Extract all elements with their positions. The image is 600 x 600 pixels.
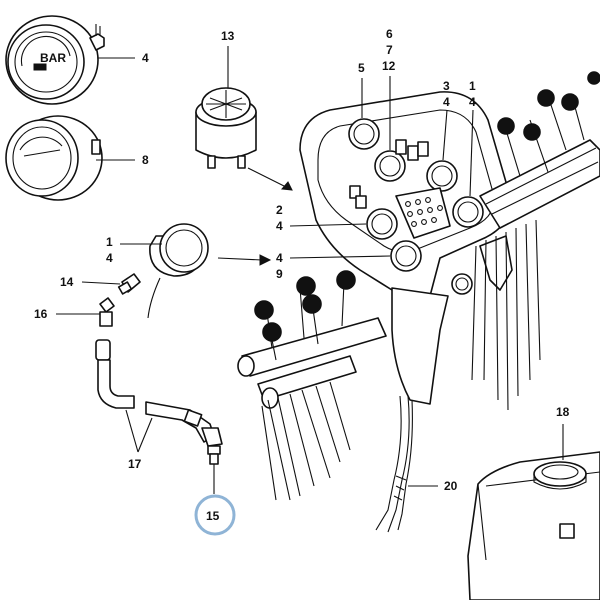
adapter-fitting-15 — [207, 445, 221, 465]
callout-2: 2 — [276, 203, 283, 217]
callout-14: 14 — [60, 275, 74, 289]
arrow-icon — [259, 254, 272, 266]
callout-1-left: 1 — [106, 235, 113, 249]
pressure-gauge: BAR — [5, 15, 105, 105]
callout-13: 13 — [221, 29, 235, 43]
elbow-fitting-16 — [99, 297, 115, 327]
callout-5: 5 — [358, 61, 365, 75]
callout-15[interactable]: 15 — [206, 509, 220, 523]
temperature-gauge — [5, 115, 103, 201]
small-gauge — [147, 223, 209, 319]
callout-18: 18 — [556, 405, 570, 419]
hose-17 — [95, 339, 223, 447]
gauge-face-text: BAR — [40, 51, 66, 65]
callout-4-b: 4 — [443, 95, 450, 109]
front-valve-bank — [237, 270, 387, 501]
wiring-harness-20 — [375, 395, 413, 533]
callout-8: 8 — [142, 153, 149, 167]
callout-4-left: 4 — [106, 251, 113, 265]
callout-4-top: 4 — [142, 51, 149, 65]
callout-17: 17 — [128, 457, 142, 471]
highlight-circle[interactable] — [194, 494, 236, 536]
callout-1-right: 1 — [469, 79, 476, 93]
rotary-switch — [195, 87, 257, 169]
callout-20: 20 — [444, 479, 458, 493]
rear-valve-bank — [471, 71, 600, 411]
arrow-icon — [280, 181, 293, 191]
callout-4-c: 4 — [276, 219, 283, 233]
instrument-console — [299, 91, 513, 405]
gauge-badge-icon — [33, 63, 47, 71]
fitting-14 — [117, 273, 141, 295]
callout-4-right: 4 — [469, 95, 476, 109]
callout-4-d: 4 — [276, 251, 283, 265]
callout-16: 16 — [34, 307, 48, 321]
callout-3: 3 — [443, 79, 450, 93]
reservoir-tank-18 — [467, 451, 600, 600]
callout-9: 9 — [276, 267, 283, 281]
callout-7: 7 — [386, 43, 393, 57]
callout-6: 6 — [386, 27, 393, 41]
callout-12: 12 — [382, 59, 396, 73]
